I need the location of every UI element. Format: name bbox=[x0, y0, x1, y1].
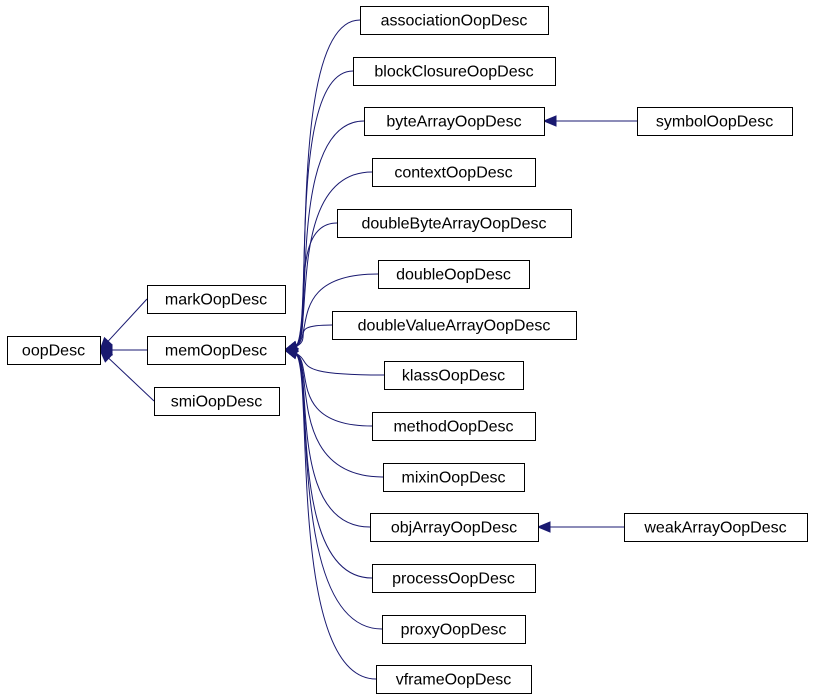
class-node-box bbox=[154, 387, 280, 416]
class-node-box bbox=[337, 209, 572, 238]
class-node-label: doubleOopDesc bbox=[396, 267, 511, 284]
class-node-box bbox=[383, 463, 525, 492]
edge-block-closure-oop-desc-to-mem-oop-desc bbox=[294, 70, 354, 348]
class-node-label: weakArrayOopDesc bbox=[643, 520, 786, 537]
edge-smi-oop-desc-to-oop-desc bbox=[108, 357, 155, 402]
class-node-context-oop-desc[interactable]: contextOopDesc bbox=[372, 158, 536, 187]
arrowhead-symbol-oop-desc-to-byte-array-oop-desc bbox=[542, 115, 557, 127]
class-node-klass-oop-desc[interactable]: klassOopDesc bbox=[384, 361, 524, 390]
class-node-box bbox=[332, 311, 577, 340]
class-node-double-byte-array-oop-desc[interactable]: doubleByteArrayOopDesc bbox=[337, 209, 572, 238]
class-node-proxy-oop-desc[interactable]: proxyOopDesc bbox=[382, 615, 526, 644]
edge-method-oop-desc-to-mem-oop-desc bbox=[294, 352, 373, 427]
class-node-box bbox=[637, 107, 793, 136]
edge-mark-oop-desc-to-oop-desc bbox=[107, 298, 148, 342]
class-node-box bbox=[147, 336, 286, 365]
class-node-byte-array-oop-desc[interactable]: byteArrayOopDesc bbox=[364, 107, 545, 136]
class-node-label: doubleValueArrayOopDesc bbox=[358, 318, 551, 335]
class-node-label: proxyOopDesc bbox=[401, 622, 507, 639]
edge-proxy-oop-desc-to-mem-oop-desc bbox=[294, 352, 383, 630]
class-node-process-oop-desc[interactable]: processOopDesc bbox=[372, 564, 536, 593]
class-node-box bbox=[360, 6, 549, 35]
class-node-box bbox=[364, 107, 545, 136]
class-node-box bbox=[378, 260, 530, 289]
edge-vframe-oop-desc-to-mem-oop-desc bbox=[294, 352, 377, 680]
class-node-label: blockClosureOopDesc bbox=[374, 64, 533, 81]
class-node-box bbox=[353, 57, 556, 86]
edges-layer bbox=[98, 19, 637, 680]
nodes-layer: oopDesc markOopDesc memOopDesc smiOopDesc as… bbox=[7, 6, 808, 694]
class-node-oop-desc[interactable]: oopDesc bbox=[7, 336, 101, 365]
edge-double-oop-desc-to-mem-oop-desc bbox=[294, 273, 379, 348]
class-node-vframe-oop-desc[interactable]: vframeOopDesc bbox=[376, 665, 532, 694]
class-node-label: oopDesc bbox=[22, 343, 85, 360]
arrowhead-smi-oop-desc-to-oop-desc bbox=[99, 349, 114, 363]
edge-context-oop-desc-to-mem-oop-desc bbox=[294, 171, 373, 348]
class-node-label: byteArrayOopDesc bbox=[386, 114, 521, 131]
class-node-label: doubleByteArrayOopDesc bbox=[362, 216, 547, 233]
class-node-label: objArrayOopDesc bbox=[391, 520, 517, 537]
class-node-mem-oop-desc[interactable]: memOopDesc bbox=[147, 336, 286, 365]
class-node-block-closure-oop-desc[interactable]: blockClosureOopDesc bbox=[353, 57, 556, 86]
class-node-mixin-oop-desc[interactable]: mixinOopDesc bbox=[383, 463, 525, 492]
class-node-label: klassOopDesc bbox=[402, 368, 505, 385]
class-node-box bbox=[624, 513, 808, 542]
class-node-label: associationOopDesc bbox=[381, 13, 528, 30]
class-node-label: vframeOopDesc bbox=[396, 672, 512, 689]
class-node-double-oop-desc[interactable]: doubleOopDesc bbox=[378, 260, 530, 289]
class-node-box bbox=[372, 412, 536, 441]
class-node-box bbox=[372, 564, 536, 593]
class-node-label: memOopDesc bbox=[165, 343, 267, 360]
edge-mixin-oop-desc-to-mem-oop-desc bbox=[294, 352, 384, 478]
class-node-smi-oop-desc[interactable]: smiOopDesc bbox=[154, 387, 280, 416]
arrowhead-vframe-oop-desc-to-mem-oop-desc bbox=[283, 348, 299, 360]
class-node-box bbox=[382, 615, 526, 644]
class-node-method-oop-desc[interactable]: methodOopDesc bbox=[372, 412, 536, 441]
arrowhead-weak-array-oop-desc-to-obj-array-oop-desc bbox=[536, 521, 551, 533]
class-node-box bbox=[372, 158, 536, 187]
class-node-label: markOopDesc bbox=[165, 292, 267, 309]
class-node-label: contextOopDesc bbox=[394, 165, 512, 182]
edge-double-value-array-oop-desc-to-mem-oop-desc bbox=[294, 324, 333, 348]
class-node-symbol-oop-desc[interactable]: symbolOopDesc bbox=[637, 107, 793, 136]
class-node-label: mixinOopDesc bbox=[401, 470, 505, 487]
edge-klass-oop-desc-to-mem-oop-desc bbox=[294, 352, 385, 376]
class-node-box bbox=[376, 665, 532, 694]
class-node-box bbox=[7, 336, 101, 365]
class-node-double-value-array-oop-desc[interactable]: doubleValueArrayOopDesc bbox=[332, 311, 577, 340]
class-node-box bbox=[370, 513, 539, 542]
class-node-weak-array-oop-desc[interactable]: weakArrayOopDesc bbox=[624, 513, 808, 542]
class-node-obj-array-oop-desc[interactable]: objArrayOopDesc bbox=[370, 513, 539, 542]
class-node-box bbox=[147, 285, 286, 314]
class-node-label: methodOopDesc bbox=[393, 419, 513, 436]
edge-double-byte-array-oop-desc-to-mem-oop-desc bbox=[294, 222, 338, 348]
class-node-label: processOopDesc bbox=[392, 571, 515, 588]
class-node-association-oop-desc[interactable]: associationOopDesc bbox=[360, 6, 549, 35]
class-node-label: symbolOopDesc bbox=[656, 114, 773, 131]
class-node-box bbox=[384, 361, 524, 390]
class-node-mark-oop-desc[interactable]: markOopDesc bbox=[147, 285, 286, 314]
edge-byte-array-oop-desc-to-mem-oop-desc bbox=[294, 120, 365, 348]
class-node-label: smiOopDesc bbox=[171, 394, 263, 411]
